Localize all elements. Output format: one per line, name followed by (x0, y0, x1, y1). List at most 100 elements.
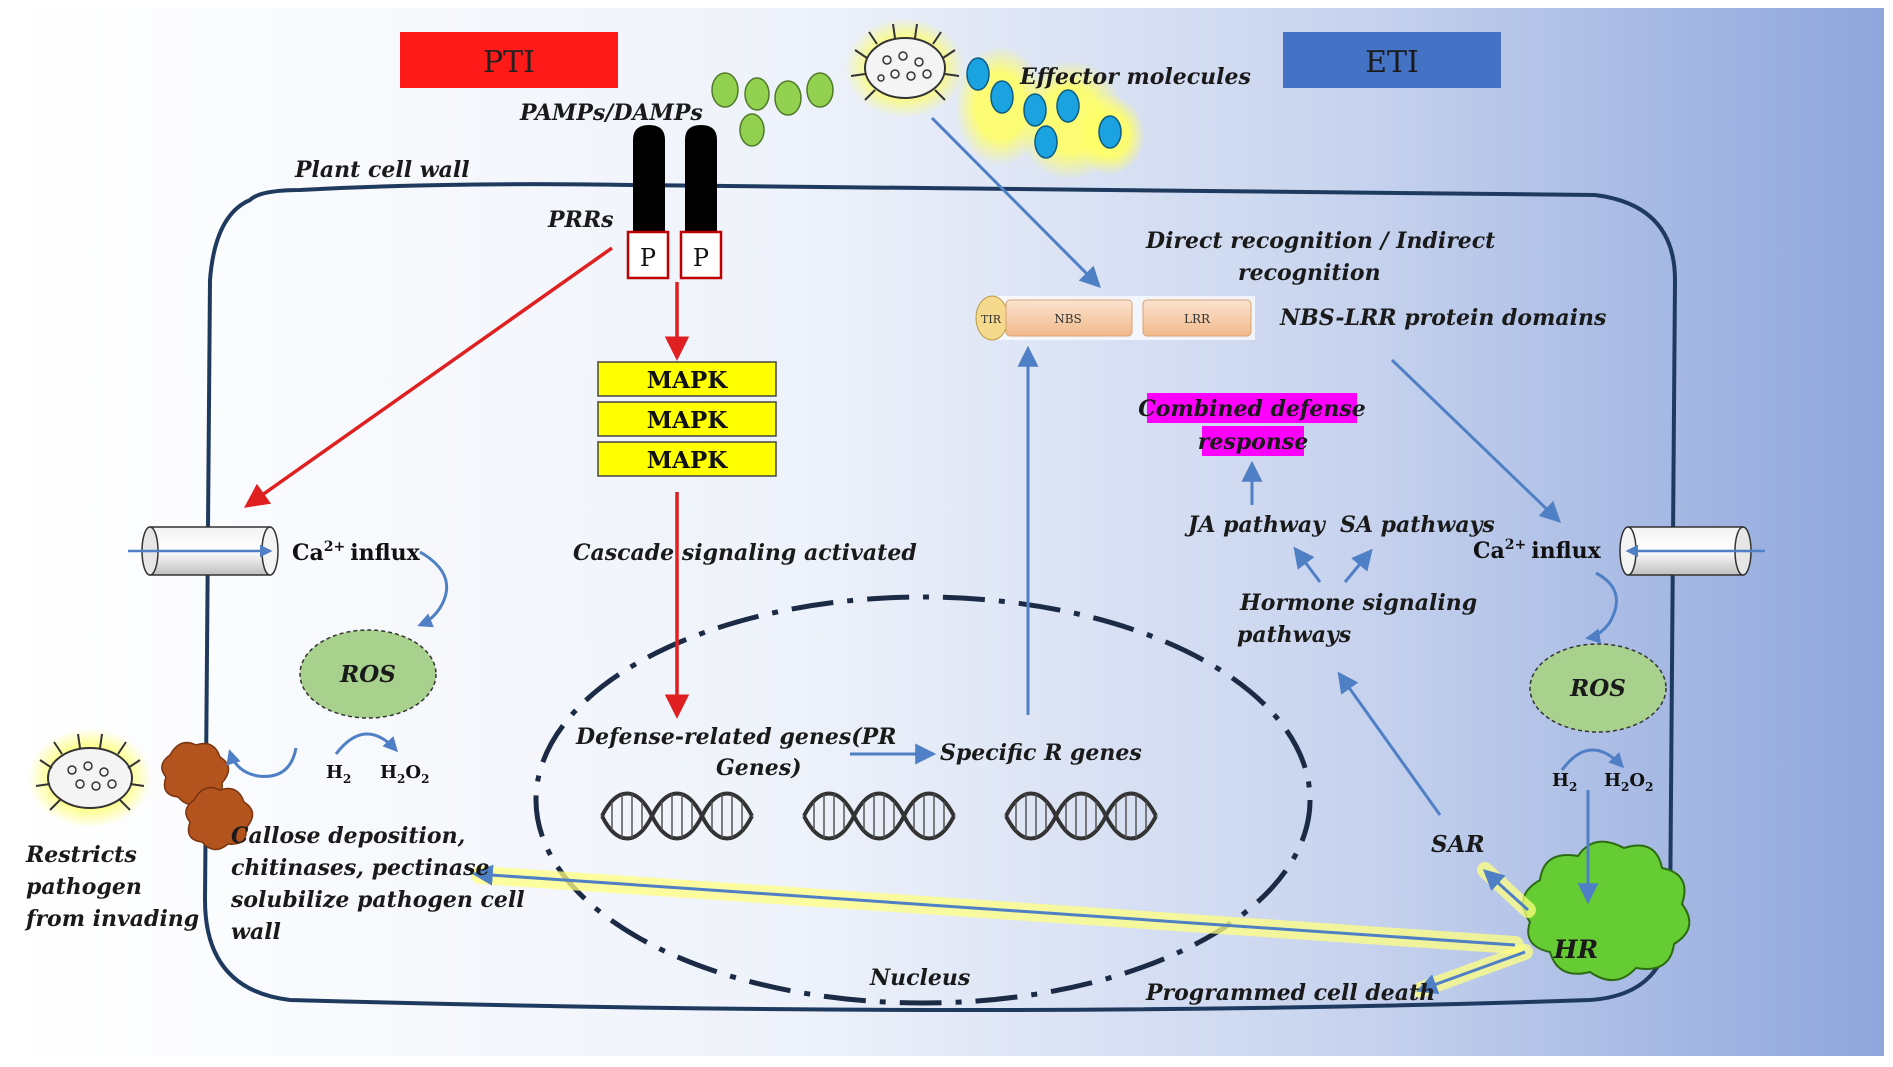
prr-receptors: P P (626, 125, 723, 280)
restricts-label-2: pathogen (26, 874, 142, 900)
h-symbol: H (326, 762, 343, 783)
dna-helix-1 (600, 791, 754, 841)
plant-cell-outline (202, 182, 1678, 1012)
defense-genes-label-1: Defense-related genes(PR (575, 724, 896, 750)
effector-particle (966, 57, 990, 91)
nbs-domain (1005, 299, 1133, 337)
callose-label-4: wall (231, 919, 281, 945)
cell-wall-label: Plant cell wall (294, 157, 470, 183)
h2o2-label-left: H2O2 (380, 762, 429, 786)
pamp-particle (739, 113, 765, 147)
effector-particle (1023, 93, 1047, 127)
arrow-nbs-to-ca (1390, 358, 1562, 523)
h2-label-right: H2 (1552, 770, 1577, 794)
phospho-label-right: P (693, 244, 709, 272)
subscript-2: 2 (343, 772, 351, 786)
nucleus-label: Nucleus (869, 965, 970, 991)
eti-header-box (1283, 32, 1501, 88)
h-symbol: H (1604, 770, 1621, 791)
pamp-particle (711, 72, 739, 108)
pamp-particle (806, 72, 834, 108)
arrow-ca-to-ros-right (1585, 571, 1618, 644)
pti-header: PTI (483, 45, 535, 80)
callose-label-3: solubilize pathogen cell (230, 887, 525, 913)
ros-blob-right (1529, 643, 1667, 733)
ca-influx-word: influx (1531, 538, 1601, 564)
dna-helix-3 (1004, 791, 1158, 841)
h-symbol: H (1552, 770, 1569, 791)
effector-particle (1098, 115, 1122, 149)
hr-cloud (1521, 840, 1691, 981)
pamps-label: PAMPs/DAMPs (519, 100, 703, 126)
effector-particle (990, 80, 1014, 114)
effector-particles (955, 46, 1145, 180)
phospho-label-left: P (640, 244, 656, 272)
callose-label-2: chitinases, pectinase (231, 855, 490, 881)
callose-deposits (161, 741, 254, 851)
prrs-label: PRRs (547, 207, 614, 233)
h2o2-label-right: H2O2 (1604, 770, 1653, 794)
ca-ion: Ca (292, 540, 324, 566)
eti-header: ETI (1365, 45, 1419, 80)
hormone-label-1: Hormone signaling (1239, 590, 1477, 616)
ros-label-left: ROS (339, 661, 396, 688)
ca-ion: Ca (1473, 538, 1505, 564)
arrow-hormone-to-ja (1293, 546, 1322, 583)
pamp-particle (744, 77, 770, 111)
ros-label-right: ROS (1569, 675, 1626, 702)
prr-receptor-left (633, 125, 665, 232)
arrow-effector-to-nbs (930, 116, 1101, 288)
pathogen-icon (845, 18, 965, 118)
ros-blob-left (299, 629, 437, 719)
nbs-label: NBS (1054, 312, 1082, 326)
subscript-2: 2 (421, 772, 429, 786)
arrow-ros-to-callose (226, 747, 298, 778)
arrow-ca-to-ros-left (417, 550, 449, 628)
o-symbol: O (1629, 770, 1645, 791)
phospho-box-left (626, 230, 670, 280)
pti-header-box (400, 32, 618, 88)
combined-defense-box-2 (1202, 426, 1304, 456)
mapk-box-1 (597, 361, 777, 397)
nucleus-outline (533, 594, 1313, 1006)
restricts-label-3: from invading (24, 906, 199, 932)
arrow-hr-to-pcd (1416, 950, 1526, 995)
subscript-2: 2 (1645, 780, 1653, 794)
arrow-hr-to-sar (1482, 869, 1530, 912)
prr-receptor-right (685, 125, 717, 232)
arrow-prr-to-ca (243, 246, 614, 508)
callose-label-1: Callose deposition, (231, 823, 465, 849)
pamp-particle (774, 80, 802, 116)
pcd-label: Programmed cell death (1145, 980, 1435, 1006)
dna-helix-2 (802, 791, 956, 841)
defense-genes-label-2: Genes) (716, 755, 802, 781)
ca-influx-left: Ca2+ influx (292, 539, 421, 566)
effector-particle (1056, 89, 1080, 123)
recognition-label-1: Direct recognition / Indirect (1145, 228, 1495, 254)
o-symbol: O (405, 762, 421, 783)
effector-label: Effector molecules (1019, 64, 1251, 90)
subscript-2: 2 (1621, 780, 1629, 794)
mapk-label-3: MAPK (647, 447, 729, 474)
h2-label-left: H2 (326, 762, 351, 786)
ca-influx-word: influx (350, 540, 420, 566)
sar-label: SAR (1431, 831, 1485, 858)
hormone-label-2: pathways (1237, 622, 1351, 648)
ja-pathway-label: JA pathway (1184, 512, 1327, 538)
phospho-box-right (679, 230, 723, 280)
mapk-label-1: MAPK (647, 367, 729, 394)
cascade-label: Cascade signaling activated (573, 540, 917, 566)
pathogen-restricted-icon (28, 728, 152, 828)
arrow-hr-to-callose (471, 864, 1516, 947)
lrr-label: LRR (1184, 312, 1211, 326)
tir-label: TIR (981, 313, 1002, 326)
arrow-h2-to-h2o2-left (334, 732, 399, 755)
ca-charge: 2+ (324, 539, 345, 555)
mapk-box-3 (597, 441, 777, 477)
nbs-lrr-label: NBS-LRR protein domains (1279, 305, 1606, 331)
recognition-label-2: recognition (1238, 260, 1381, 286)
combined-defense-box-1 (1147, 393, 1357, 423)
ca-influx-right: Ca2+influx (1473, 537, 1602, 564)
sa-pathways-label: SA pathways (1340, 512, 1495, 538)
